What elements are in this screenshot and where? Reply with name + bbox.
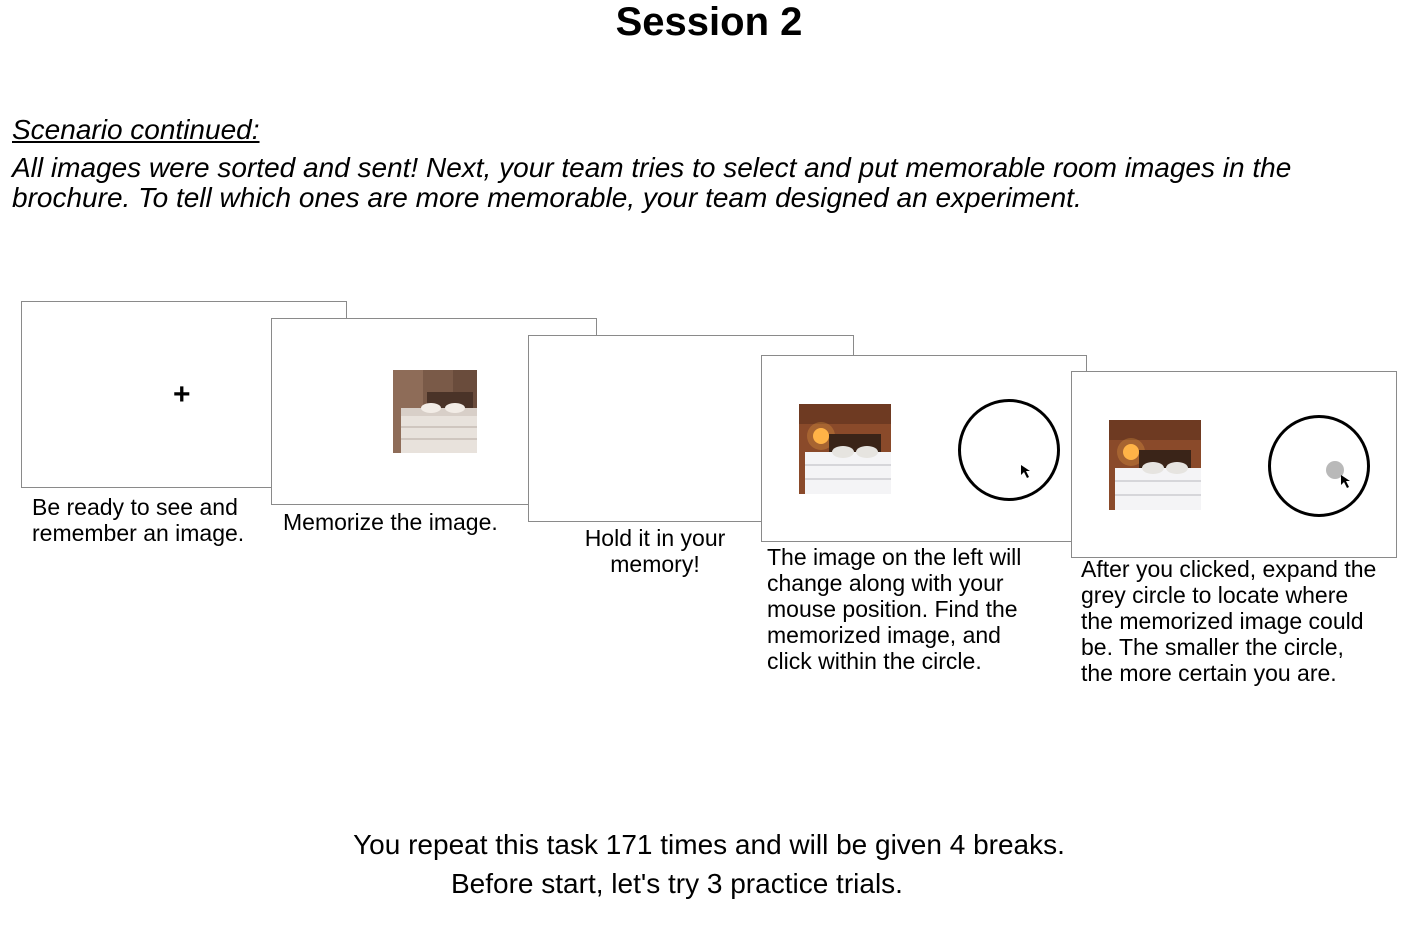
caption-line: memory! <box>610 551 700 577</box>
caption-line: The image on the left will <box>767 544 1022 570</box>
response-circle[interactable] <box>958 399 1060 501</box>
step-caption-4: The image on the left will change along … <box>767 544 1021 674</box>
scenario-heading: Scenario continued: <box>12 114 260 145</box>
caption-line: Hold it in your <box>584 525 726 551</box>
caption-line: be. The smaller the circle, <box>1081 634 1344 660</box>
caption-line: the more certain you are. <box>1081 660 1337 686</box>
caption-line: the memorized image could <box>1081 608 1364 634</box>
caption-line: Memorize the image. <box>283 509 498 535</box>
instructions-repeat: You repeat this task 171 times and will … <box>353 829 1065 860</box>
mouse-cursor-icon <box>1340 474 1354 495</box>
step-frame-find <box>761 355 1087 542</box>
caption-line: grey circle to locate where <box>1081 582 1349 608</box>
step-caption-1: Be ready to see and remember an image. <box>32 494 244 546</box>
caption-line: change along with your <box>767 570 1004 596</box>
caption-line: remember an image. <box>32 520 245 546</box>
caption-line: click within the circle. <box>767 648 982 674</box>
scenario-text: All images were sorted and sent! Next, y… <box>12 153 1412 213</box>
bedroom-photo-icon <box>393 370 477 453</box>
step-frame-expand <box>1071 371 1397 558</box>
instructions-practice: Before start, let's try 3 practice trial… <box>451 868 903 899</box>
step-caption-3: Hold it in your memory! <box>555 525 755 577</box>
scenario-line: brochure. To tell which ones are more me… <box>12 182 1082 213</box>
scenario-line: All images were sorted and sent! Next, y… <box>12 152 1292 183</box>
mouse-cursor-icon <box>1020 464 1034 485</box>
bedroom-photo-icon <box>1109 420 1201 510</box>
caption-line: After you clicked, expand the <box>1081 556 1377 582</box>
step-caption-2: Memorize the image. <box>283 509 498 535</box>
caption-line: Be ready to see and <box>32 494 238 520</box>
caption-line: mouse position. Find the <box>767 596 1018 622</box>
bedroom-photo-icon <box>799 404 891 494</box>
step-caption-5: After you clicked, expand the grey circl… <box>1081 556 1376 686</box>
response-circle[interactable] <box>1268 415 1370 517</box>
fixation-cross: + <box>173 378 191 411</box>
caption-line: memorized image, and <box>767 622 1001 648</box>
grey-dot[interactable] <box>1326 461 1344 479</box>
page-title: Session 2 <box>615 0 803 44</box>
